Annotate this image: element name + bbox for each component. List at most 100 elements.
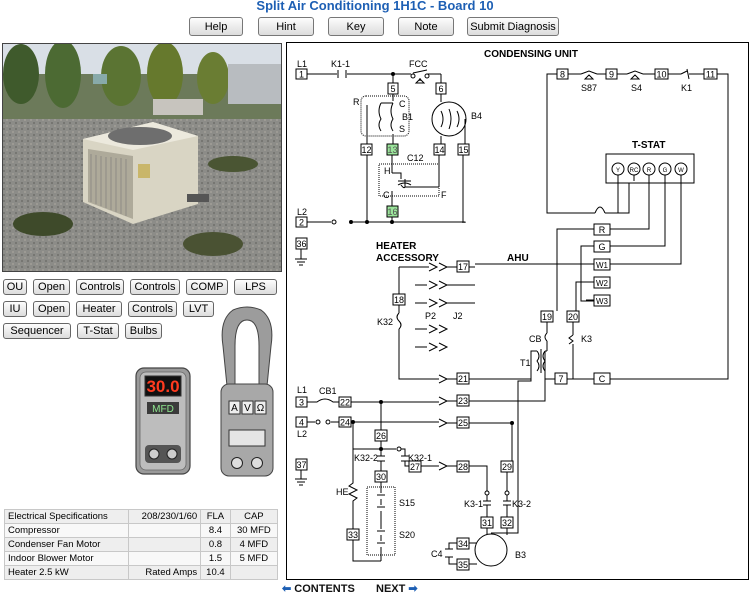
ou-controls-2-button[interactable]: Controls	[130, 279, 180, 295]
l1-label: L1	[297, 59, 307, 69]
c12-label: C12	[407, 153, 424, 163]
meter-probe-jack-icon	[166, 448, 178, 460]
page-title: Split Air Conditioning 1H1C - Board 10	[256, 0, 494, 13]
wire-label: 30	[376, 472, 386, 482]
wire-label: 21	[458, 374, 468, 384]
table-cell: 0.8	[200, 537, 231, 552]
wire-label: 11	[706, 70, 715, 80]
table-header-row: Electrical Specifications 208/230/1/60 F…	[4, 509, 279, 524]
wire-label: 32	[502, 518, 512, 528]
heater-accessory-label-2: ACCESSORY	[376, 253, 439, 264]
next-link[interactable]: NEXT ➡	[376, 582, 418, 595]
clamp-jack-icon	[231, 457, 243, 469]
submit-diagnosis-button[interactable]: Submit Diagnosis	[467, 17, 559, 36]
capacitor-c-label: C	[383, 190, 390, 200]
wire-label: 2	[299, 218, 304, 228]
wire-label: 29	[502, 462, 512, 472]
iu-open-button[interactable]: Open	[33, 301, 70, 317]
s87-label: S87	[581, 83, 597, 93]
lvt-button[interactable]: LVT	[183, 301, 214, 317]
contents-link[interactable]: ⬅ CONTENTS	[282, 582, 355, 595]
capacitance-meter[interactable]: 30.0 MFD	[135, 367, 191, 475]
wire-label: 15	[458, 145, 468, 155]
table-header: FLA	[200, 509, 231, 524]
sequencer-button[interactable]: Sequencer	[3, 323, 71, 339]
table-header: CAP	[229, 509, 279, 524]
table-cell: Indoor Blower Motor	[4, 551, 129, 566]
note-button[interactable]: Note	[398, 17, 454, 36]
wire-label: 10	[656, 70, 666, 80]
wire-label: 27	[410, 462, 420, 472]
table-cell: 5 MFD	[229, 551, 279, 566]
wire-label: 23	[458, 396, 468, 406]
wire-label: 20	[568, 312, 578, 322]
wire-label: 25	[458, 418, 468, 428]
l2-label: L2	[297, 207, 307, 217]
heater-button[interactable]: Heater	[76, 301, 122, 317]
clamp-meter[interactable]: A V Ω	[215, 306, 279, 478]
wire-label: 1	[299, 70, 304, 80]
k3-label: K3	[581, 334, 592, 344]
wire-label: 19	[542, 312, 552, 322]
wire-label: 22	[340, 398, 350, 408]
blower-motor-icon[interactable]	[474, 533, 508, 567]
l2-lower-label: L2	[297, 429, 307, 439]
k3-1-label: K3-1	[464, 499, 483, 509]
table-header: Electrical Specifications	[4, 509, 129, 524]
compressor-r-label: R	[353, 97, 360, 107]
table-cell	[229, 565, 279, 580]
unit-photo	[2, 43, 282, 272]
ou-controls-button[interactable]: Controls	[76, 279, 124, 295]
tstat-r-label: R	[647, 168, 652, 174]
cb1-label: CB1	[319, 386, 337, 396]
ou-open-button[interactable]: Open	[33, 279, 70, 295]
board-r-label: R	[599, 225, 606, 235]
wire-label: 13	[387, 145, 397, 155]
bulbs-button[interactable]: Bulbs	[125, 323, 162, 339]
capacitor-f-label: F	[441, 190, 447, 200]
wire-label: 16	[387, 207, 397, 217]
wire-label: 5	[390, 84, 395, 94]
board-w1-label: W1	[596, 261, 609, 270]
table-cell: 10.4	[200, 565, 231, 580]
table-cell	[127, 537, 202, 552]
tstat-rc-label: RC	[630, 168, 639, 174]
s15-label: S15	[399, 498, 415, 508]
iu-button[interactable]: IU	[3, 301, 27, 317]
tstat-g-label: G	[663, 168, 668, 174]
iu-controls-button[interactable]: Controls	[128, 301, 177, 317]
table-cell: Compressor	[4, 523, 129, 538]
table-cell: Heater 2.5 kW	[4, 565, 129, 580]
table-cell: 8.4	[200, 523, 231, 538]
s20-label: S20	[399, 530, 415, 540]
j2-label: J2	[453, 311, 463, 321]
board-w2-label: W2	[596, 279, 609, 288]
hint-button[interactable]: Hint	[258, 17, 314, 36]
t1-label: T1	[520, 358, 531, 368]
tstat-label: T-STAT	[632, 140, 666, 151]
board-g-label: G	[598, 242, 605, 252]
ahu-label: AHU	[507, 253, 529, 264]
wire-label: 4	[299, 418, 304, 428]
comp-button[interactable]: COMP	[186, 279, 228, 295]
next-label: NEXT	[376, 583, 406, 595]
condensing-unit-label: CONDENSING UNIT	[484, 49, 578, 60]
b3-label: B3	[515, 550, 526, 560]
help-button[interactable]: Help	[189, 17, 243, 36]
meter-probe-jack-icon	[148, 448, 160, 460]
k1-label: K1	[681, 83, 692, 93]
key-button[interactable]: Key	[328, 17, 384, 36]
k32-2-label: K32-2	[354, 453, 378, 463]
k32-label: K32	[377, 317, 393, 327]
compressor-s-label: S	[399, 124, 405, 134]
arrow-left-icon: ⬅	[282, 583, 292, 595]
wire-label: 3	[299, 398, 304, 408]
lps-button[interactable]: LPS	[234, 279, 277, 295]
ou-button[interactable]: OU	[3, 279, 27, 295]
p2-label: P2	[425, 311, 436, 321]
table-cell: 30 MFD	[229, 523, 279, 538]
tstat-button[interactable]: T-Stat	[77, 323, 119, 339]
table-row: Heater 2.5 kW Rated Amps 10.4	[4, 565, 279, 580]
wire-label: 33	[348, 530, 358, 540]
compressor-c-label: C	[399, 99, 406, 109]
